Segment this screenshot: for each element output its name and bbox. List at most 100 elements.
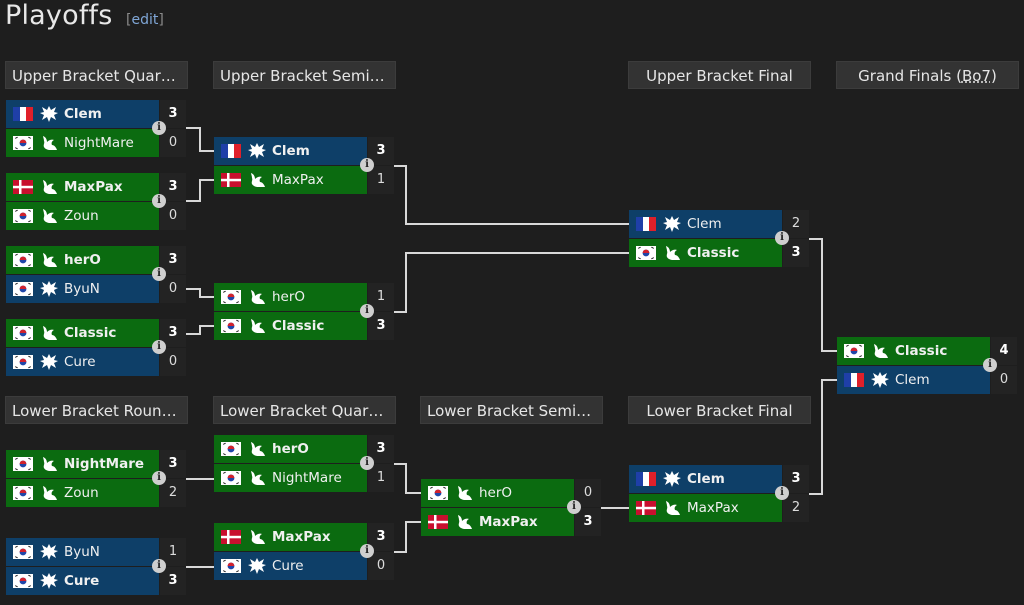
player-box: MaxPax bbox=[214, 166, 367, 194]
terran-race-icon bbox=[248, 143, 266, 159]
player-name[interactable]: Zoun bbox=[64, 208, 99, 224]
denmark-flag-icon bbox=[13, 180, 33, 194]
info-icon[interactable]: i bbox=[152, 340, 166, 354]
player-name[interactable]: ByuN bbox=[64, 544, 100, 560]
zerg-race-icon bbox=[43, 486, 57, 500]
south-korea-flag-icon bbox=[13, 457, 33, 471]
player-name[interactable]: MaxPax bbox=[272, 529, 331, 545]
player-box: Zoun bbox=[6, 202, 159, 230]
player-name[interactable]: Zoun bbox=[64, 485, 99, 501]
south-korea-flag-icon bbox=[13, 545, 33, 559]
france-flag-icon bbox=[13, 107, 33, 121]
player-name[interactable]: Clem bbox=[895, 372, 930, 388]
player-name[interactable]: Clem bbox=[272, 143, 310, 159]
player-name[interactable]: herO bbox=[272, 289, 306, 305]
info-icon[interactable]: i bbox=[360, 456, 374, 470]
player-name[interactable]: Classic bbox=[895, 343, 948, 359]
player-name[interactable]: herO bbox=[479, 485, 513, 501]
player-name[interactable]: NightMare bbox=[272, 470, 342, 486]
player-name[interactable]: Cure bbox=[64, 354, 96, 370]
player-box: NightMare bbox=[214, 464, 367, 492]
player-score: 2 bbox=[783, 494, 809, 522]
player-name[interactable]: Cure bbox=[64, 573, 100, 589]
info-icon[interactable]: i bbox=[360, 304, 374, 318]
player-row[interactable]: MaxPax 2 bbox=[629, 494, 809, 522]
south-korea-flag-icon bbox=[221, 471, 241, 485]
terran-race-icon bbox=[40, 354, 58, 370]
info-icon[interactable]: i bbox=[983, 358, 997, 372]
player-box: ByuN bbox=[6, 275, 159, 303]
player-name[interactable]: herO bbox=[272, 441, 309, 457]
edit-link[interactable]: edit bbox=[131, 12, 159, 28]
player-box: NightMare bbox=[6, 450, 159, 478]
header-lower-bracket-final: Lower Bracket Final bbox=[628, 396, 811, 424]
player-name[interactable]: Classic bbox=[687, 245, 740, 261]
info-icon[interactable]: i bbox=[152, 559, 166, 573]
player-name[interactable]: herO bbox=[64, 252, 101, 268]
player-name[interactable]: NightMare bbox=[64, 135, 134, 151]
player-name[interactable]: Clem bbox=[64, 106, 102, 122]
south-korea-flag-icon bbox=[13, 574, 33, 588]
player-name[interactable]: MaxPax bbox=[687, 500, 739, 516]
player-box: herO bbox=[421, 479, 574, 507]
header-grand-finals: Grand Finals (Bo7) bbox=[836, 61, 1019, 89]
player-name[interactable]: MaxPax bbox=[64, 179, 123, 195]
player-name[interactable]: ByuN bbox=[64, 281, 100, 297]
player-row[interactable]: MaxPax 1 bbox=[214, 166, 394, 194]
player-score: 1 bbox=[368, 166, 394, 194]
info-icon[interactable]: i bbox=[152, 121, 166, 135]
info-icon[interactable]: i bbox=[775, 231, 789, 245]
zerg-race-icon bbox=[251, 530, 265, 544]
player-name[interactable]: MaxPax bbox=[272, 172, 324, 188]
player-name[interactable]: Classic bbox=[64, 325, 117, 341]
south-korea-flag-icon bbox=[13, 253, 33, 267]
player-row[interactable]: ByuN 0 bbox=[6, 275, 186, 303]
player-score: 0 bbox=[160, 275, 186, 303]
page-title: Playoffs bbox=[5, 0, 113, 31]
player-box: Clem bbox=[837, 366, 990, 394]
info-icon[interactable]: i bbox=[360, 544, 374, 558]
info-icon[interactable]: i bbox=[152, 194, 166, 208]
info-icon[interactable]: i bbox=[152, 267, 166, 281]
denmark-flag-icon bbox=[428, 515, 448, 529]
info-icon[interactable]: i bbox=[567, 500, 581, 514]
player-name[interactable]: MaxPax bbox=[479, 514, 538, 530]
zerg-race-icon bbox=[43, 209, 57, 223]
info-icon[interactable]: i bbox=[360, 158, 374, 172]
info-icon[interactable]: i bbox=[152, 471, 166, 485]
player-box: MaxPax bbox=[421, 508, 574, 536]
info-icon[interactable]: i bbox=[775, 486, 789, 500]
player-name[interactable]: Classic bbox=[272, 318, 325, 334]
player-name[interactable]: Clem bbox=[687, 471, 725, 487]
player-name[interactable]: NightMare bbox=[64, 456, 145, 472]
player-name[interactable]: Cure bbox=[272, 558, 304, 574]
south-korea-flag-icon bbox=[13, 355, 33, 369]
player-name[interactable]: Clem bbox=[687, 216, 722, 232]
